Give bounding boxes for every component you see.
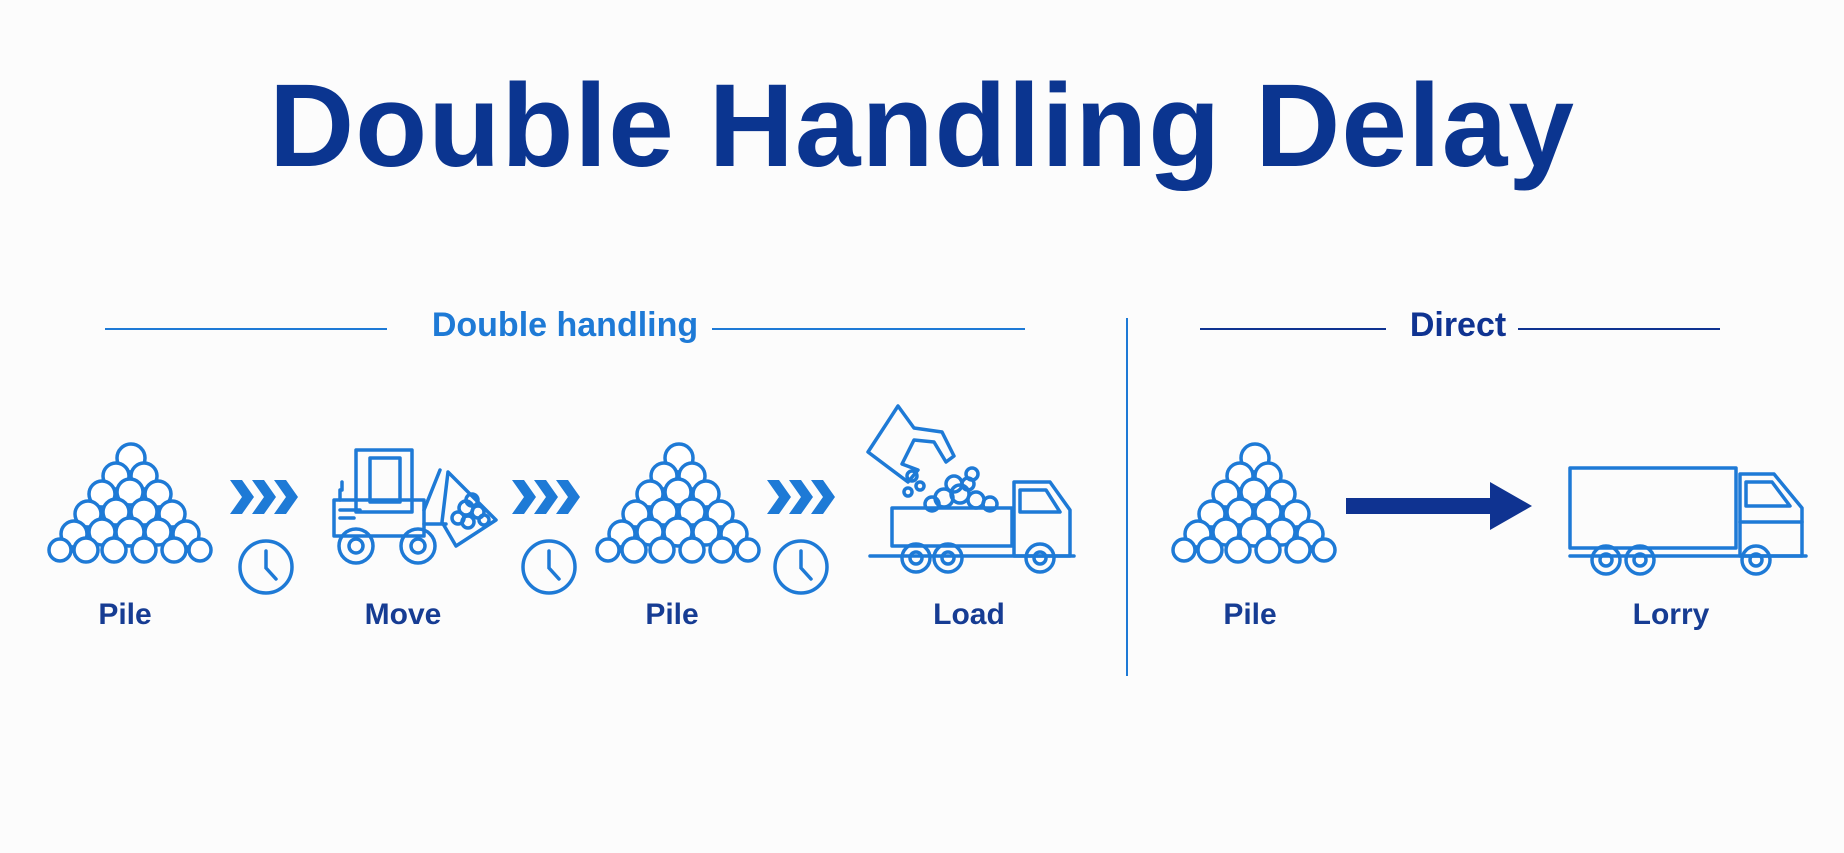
header-rule-left (1200, 328, 1386, 330)
header-rule-left (105, 328, 387, 330)
arrow-right-icon (1346, 482, 1532, 530)
step-label-load: Load (933, 598, 1005, 631)
clock-icon (238, 539, 294, 595)
rock-pile-icon (47, 442, 213, 564)
clock-icon (521, 539, 577, 595)
section-label-double-handling: Double handling (431, 306, 699, 344)
step-label-pile: Pile (98, 598, 152, 631)
header-rule-right (712, 328, 1025, 330)
rock-pile-icon (1171, 442, 1337, 564)
step-label-lorry: Lorry (1632, 598, 1710, 631)
header-rule-right (1518, 328, 1720, 330)
chevron-arrows-icon (512, 480, 580, 514)
dump-truck-loading-icon (866, 404, 1076, 574)
section-header-double-handling: Double handling (105, 298, 1025, 358)
front-loader-icon (332, 448, 498, 565)
page-title: Double Handling Delay (268, 60, 1576, 192)
lorry-icon (1568, 466, 1808, 576)
chevron-arrows-icon (230, 480, 298, 514)
rock-pile-icon (595, 442, 761, 564)
chevron-arrows-icon (767, 480, 835, 514)
section-divider (1126, 318, 1128, 676)
clock-icon (773, 539, 829, 595)
step-label-direct-pile: Pile (1223, 598, 1277, 631)
section-header-direct: Direct (1200, 298, 1720, 358)
step-label-pile: Pile (645, 598, 699, 631)
section-label-direct: Direct (1409, 306, 1507, 344)
step-label-move: Move (364, 598, 442, 631)
